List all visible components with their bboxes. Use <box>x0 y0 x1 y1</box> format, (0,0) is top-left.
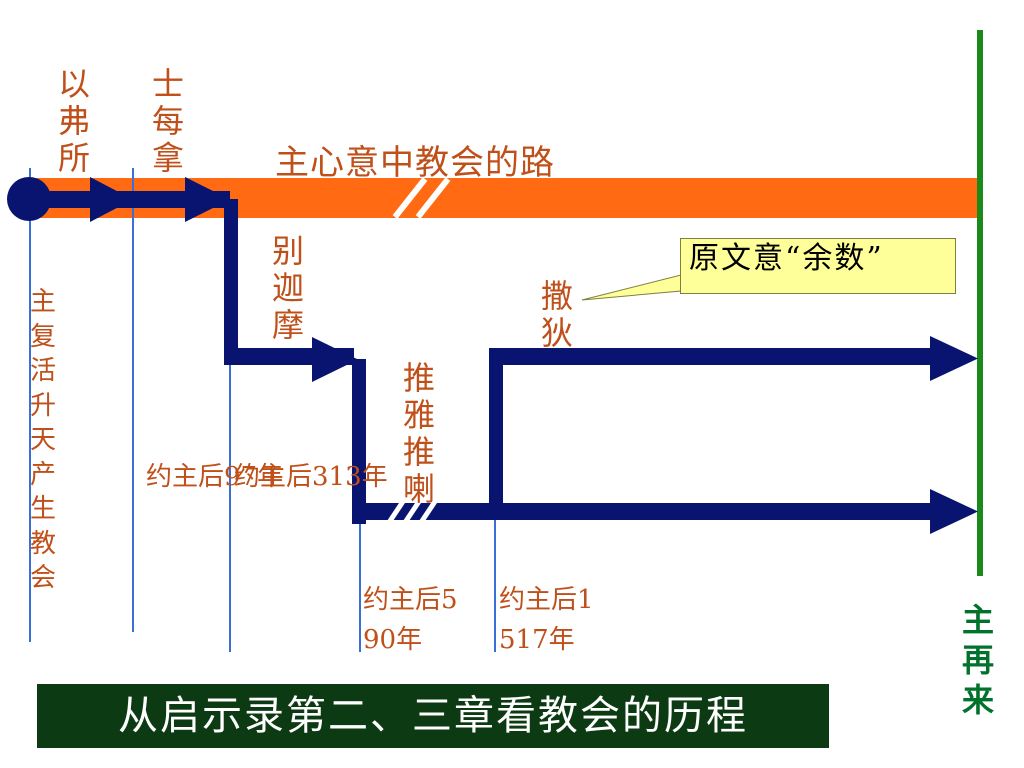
resurrection-label: 主复活升天产生教会 <box>30 287 57 593</box>
road-break-icon <box>392 177 451 219</box>
date-ad97: 约主后97年 <box>146 462 284 492</box>
arrow-right-icon <box>90 177 133 222</box>
church-thyatira: 推雅推喇 <box>403 359 436 508</box>
date-ad1517: 约主后1517年 <box>499 585 594 655</box>
road-label: 主心意中教会的路 <box>275 143 555 183</box>
second-coming-line <box>977 30 983 576</box>
date-ad590: 约主后590年 <box>363 585 458 655</box>
arrow-right-icon <box>930 336 978 381</box>
era-markers <box>29 168 496 652</box>
circle-dot-icon <box>7 177 51 221</box>
arrow-right-icon <box>930 489 978 534</box>
church-ephesus: 以弗所 <box>58 65 91 177</box>
date-ad313: 约主后313年 <box>234 462 388 492</box>
callout-pointer <box>581 274 682 301</box>
thyatira-break-icon <box>385 498 439 526</box>
church-smyrna: 士每拿 <box>152 65 185 177</box>
second-coming-label: 主再来 <box>962 601 995 719</box>
remnant-callout: 原文意“余数” <box>680 238 956 294</box>
title-banner: 从启示录第二、三章看教会的历程 <box>37 684 829 748</box>
arrow-right-icon <box>312 337 358 382</box>
church-pergamos: 别迦摩 <box>272 232 305 344</box>
navy-path <box>30 177 978 534</box>
arrow-right-icon <box>185 177 230 222</box>
church-sardis: 撒狄 <box>541 277 574 352</box>
